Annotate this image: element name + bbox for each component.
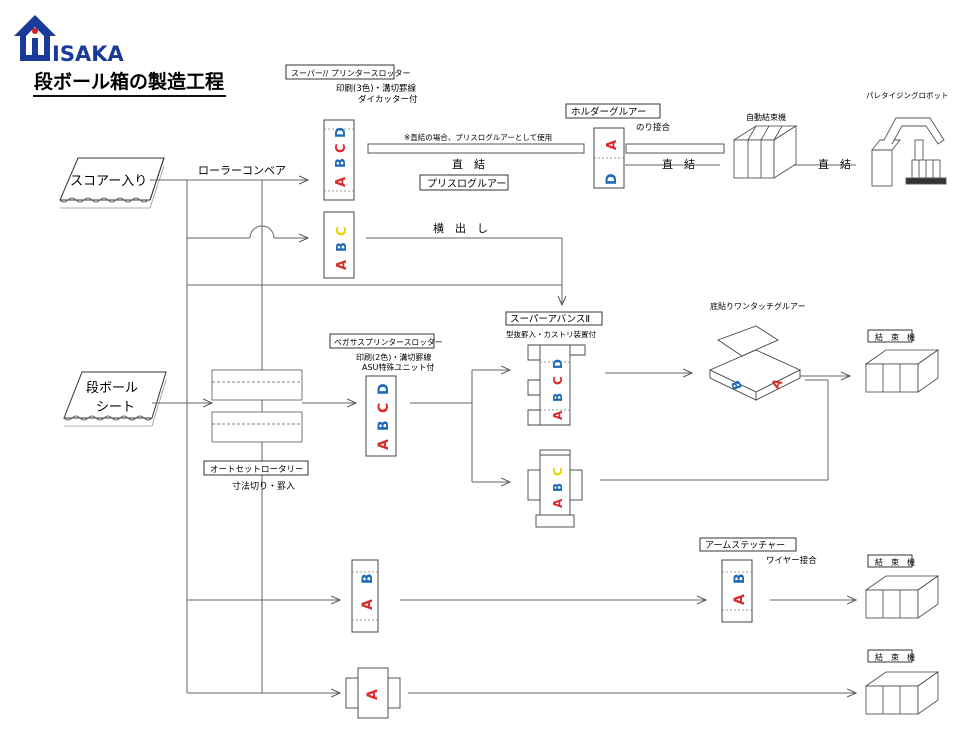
letter-c: C (334, 143, 349, 153)
stack-top (732, 125, 798, 179)
letter-d: D (376, 383, 392, 395)
pegasus-label: ペガサスプリンタースロッター (334, 337, 443, 347)
letter-a: A (376, 439, 392, 450)
direct-bar-2 (625, 143, 725, 154)
binder-2: 結 束 機 (864, 554, 940, 619)
scorer-board: スコアー入り (59, 157, 165, 209)
letter-d: D (334, 127, 349, 138)
letter-a: A (551, 498, 565, 508)
sheet-label-2: シート (96, 400, 135, 415)
direct-bar (367, 143, 585, 154)
letter-a: A (335, 260, 350, 270)
letter-b: B (376, 420, 392, 431)
auto-set-sub: 寸法切り・罫入 (232, 480, 295, 492)
rotary-sheets (211, 369, 303, 443)
box-ab: A B (351, 559, 379, 633)
flow-lines (150, 164, 856, 693)
letter-c: C (551, 467, 565, 476)
sheet-label-1: 段ボール (86, 381, 138, 396)
letter-d: D (604, 173, 620, 185)
letter-b: B (729, 378, 745, 391)
binder-1: 結 束 機 (864, 329, 940, 393)
box-tray: A B C (527, 449, 583, 528)
auto-set-label: オートセットロータリー (210, 465, 304, 475)
box-abcd-pegasus: A B C D (365, 375, 397, 457)
isaka-logo: ISAKA (14, 15, 124, 66)
nori-label: のり接合 (636, 122, 671, 133)
letter-a: A (334, 177, 349, 187)
box-one-touch: B A (708, 325, 802, 401)
wire-label: ワイヤー接合 (766, 555, 817, 566)
letter-b: B (335, 242, 350, 252)
letter-a: A (551, 410, 565, 420)
letter-b: B (360, 573, 376, 584)
super-printer-box (285, 64, 395, 80)
super-advance-box (505, 311, 603, 326)
box-da: A D (593, 127, 625, 189)
scorer-label: スコアー入り (70, 174, 147, 189)
super-advance-label: スーパーアバンスⅡ (510, 314, 590, 325)
box-die-cut: A B C D (527, 344, 586, 426)
letter-a: A (605, 140, 620, 150)
box-a: A (345, 667, 401, 719)
holder-gluer-label: ホルダーグルアー (571, 106, 646, 118)
letter-b: B (334, 158, 349, 168)
prisuro-box (419, 174, 509, 191)
pegasus-box (329, 333, 435, 349)
letter-c: C (335, 226, 350, 236)
letter-b: B (732, 573, 748, 584)
letter-c: C (376, 403, 392, 413)
yokodashi-label: 横 出 し (433, 221, 488, 235)
auto-binder-label: 自動結束機 (746, 112, 786, 122)
one-touch-label: 底貼りワンタッチグルアー (710, 301, 806, 311)
arm-stitcher-box (699, 537, 797, 552)
palletizer-robot (871, 117, 947, 187)
direct-label-2: 直 結 (662, 157, 695, 171)
letter-a: A (365, 689, 381, 700)
binder-label-2: 結 束 機 (875, 557, 915, 567)
sheet-board: 段ボール シート (63, 371, 167, 427)
binder-3: 結 束 機 (864, 649, 940, 715)
auto-set-box (203, 460, 309, 476)
prisuro-label: プリスログルアー (427, 177, 506, 190)
super-printer-sub2: ダイカッター付 (358, 94, 418, 105)
super-printer-sub1: 印刷(3色)・溝切罫線 (336, 83, 417, 94)
holder-gluer-box (565, 103, 661, 119)
pegasus-sub2: ASU特殊ユニット付 (362, 362, 434, 372)
binder-label-1: 結 束 機 (875, 332, 915, 342)
binder-label-3: 結 束 機 (875, 652, 915, 662)
logo-text: ISAKA (52, 42, 124, 66)
letter-a: A (360, 599, 376, 610)
letter-b: B (551, 393, 565, 402)
page-title: 段ボール箱の製造工程 (34, 70, 224, 93)
palletizer-label: パレタイジングロボット (866, 90, 949, 100)
letter-d: D (551, 359, 565, 369)
direct-label-1: 直 結 (452, 157, 485, 171)
pegasus-sub1: 印刷(2色)・溝切罫線 (356, 352, 431, 362)
letter-a: A (732, 594, 748, 605)
box-ab-stitched: A B (721, 559, 753, 623)
super-printer-label: スーパー// プリンタースロッター (291, 69, 410, 78)
letter-c: C (551, 376, 565, 385)
super-advance-sub: 型抜罫入・カストリ装置付 (506, 329, 596, 339)
arm-stitcher-label: アームステッチャー (705, 540, 785, 551)
letter-b: B (551, 483, 565, 492)
box-abc: A B C (323, 211, 355, 279)
box-abcd-top: A B C D (323, 119, 355, 201)
direct-note: ※直結の場合、プリスログルアーとして使用 (404, 132, 552, 142)
direct-label-3: 直 結 (818, 157, 851, 171)
roller-conveyor-label: ローラーコンベア (198, 164, 286, 177)
